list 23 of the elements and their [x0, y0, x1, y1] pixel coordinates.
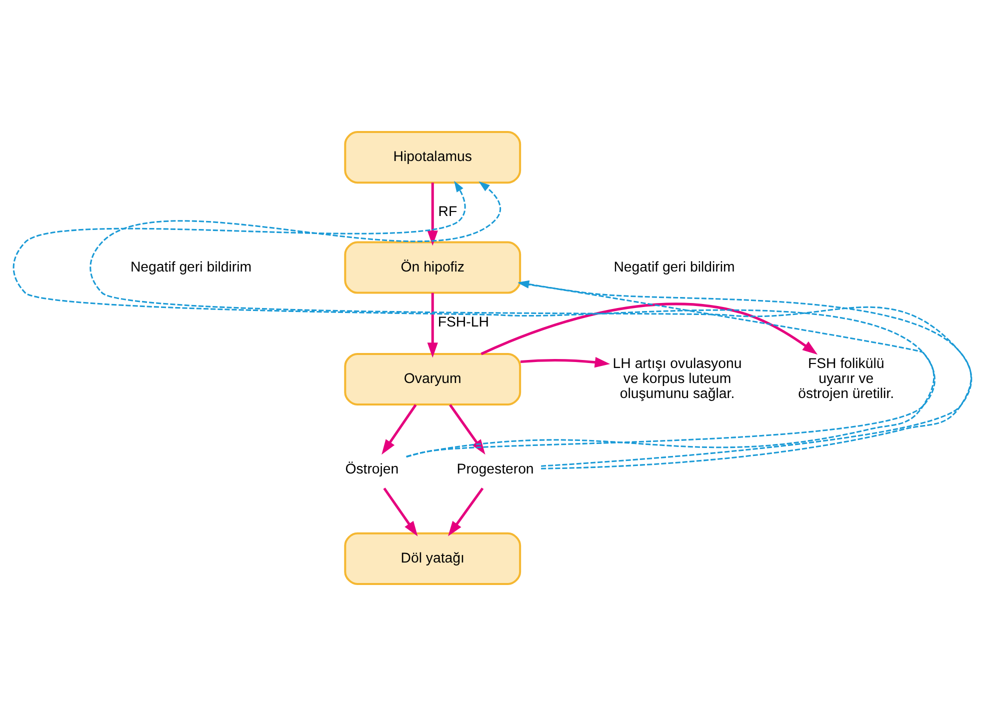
node-box: Ovaryum: [344, 352, 521, 406]
arrow: [381, 404, 416, 454]
arrow: [382, 487, 418, 536]
label: Negatif geri bildirim: [130, 258, 252, 274]
edge-label: FSH-LH: [437, 312, 488, 329]
arrow: [448, 487, 484, 536]
node-box: Hipotalamus: [344, 130, 521, 184]
arrow: [520, 356, 610, 368]
arrow: [89, 180, 970, 469]
edge-label: RF: [438, 202, 457, 219]
arrow: [14, 180, 934, 457]
node-text: LH artışı ovulasyonu ve korpus luteum oluşumunu sağlar.: [612, 354, 742, 401]
arrow: [480, 302, 818, 355]
node-text: Östrojen: [344, 460, 398, 476]
arrow: [426, 182, 438, 246]
arrow: [406, 280, 935, 458]
arrow: [426, 292, 438, 358]
node-text: FSH folikülü uyarır ve östrojen üretilir.: [798, 354, 894, 401]
node-box: Döl yatağı: [344, 532, 521, 584]
node-box: Ön hipofiz: [344, 240, 521, 294]
node-text: Progesteron: [456, 460, 534, 476]
label: Negatif geri bildirim: [613, 258, 734, 274]
arrow: [517, 280, 972, 466]
